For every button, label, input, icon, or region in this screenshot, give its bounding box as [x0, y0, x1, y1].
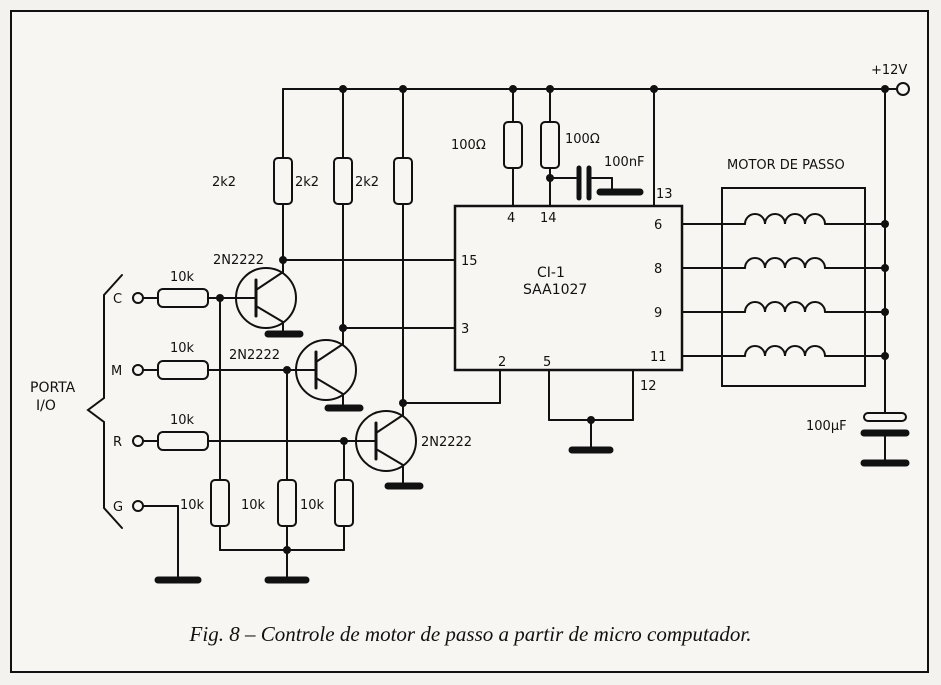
figure-frame	[10, 10, 929, 673]
ic-resistor-1-label: 100Ω	[451, 138, 486, 153]
ic-pin-3: 3	[461, 322, 469, 337]
supply-label: +12V	[871, 63, 907, 78]
ic-pin-12: 12	[640, 379, 657, 394]
pulldown-3-label: 10k	[300, 498, 325, 513]
transistor-q2	[295, 327, 456, 412]
input-c	[132, 288, 236, 308]
port-title: PORTA	[30, 380, 76, 396]
ic-pin-14: 14	[540, 211, 557, 226]
pulldown-resistors	[210, 297, 354, 579]
motor-label: MOTOR DE PASSO	[727, 158, 845, 173]
transistor-q1	[234, 259, 456, 338]
supply-capacitor	[860, 412, 910, 467]
input-g	[132, 500, 179, 579]
ic-pin-6: 6	[654, 218, 662, 233]
base-resistor-2-label: 10k	[170, 341, 195, 356]
ic-pin-2: 2	[498, 355, 506, 370]
transistor-1-label: 2N2222	[213, 253, 264, 268]
pulldown-2-label: 10k	[241, 498, 266, 513]
ic-resistor-2-label: 100Ω	[565, 132, 600, 147]
base-resistor-1-label: 10k	[170, 270, 195, 285]
port-bracket	[86, 274, 123, 529]
ic-pin-11: 11	[650, 350, 667, 365]
pullup-resistors	[273, 88, 413, 404]
ic-name: CI-1	[537, 265, 565, 281]
ic-part: SAA1027	[523, 282, 587, 298]
pin-r-label: R	[113, 435, 122, 450]
pullup-1-label: 2k2	[212, 175, 236, 190]
ic-pin-13: 13	[656, 187, 673, 202]
stepper-motor	[681, 187, 886, 387]
ic-pin-5: 5	[543, 355, 551, 370]
ic-capacitor-label: 100nF	[604, 155, 645, 170]
pulldown-1-label: 10k	[180, 498, 205, 513]
pin-g-label: G	[113, 500, 123, 515]
ic-pin-9: 9	[654, 306, 662, 321]
pullup-2-label: 2k2	[295, 175, 319, 190]
figure-caption: Fig. 8 – Controle de motor de passo a pa…	[189, 622, 752, 646]
pin-m-label: M	[111, 364, 122, 379]
junction-dots	[216, 85, 889, 554]
ic-pin-8: 8	[654, 262, 662, 277]
supply-capacitor-label: 100µF	[806, 419, 847, 434]
pin-c-label: C	[113, 292, 122, 307]
transistor-2-label: 2N2222	[229, 348, 280, 363]
input-m	[132, 360, 299, 380]
port-subtitle: I/O	[36, 398, 56, 414]
transistor-3-label: 2N2222	[421, 435, 472, 450]
ic-pin-4: 4	[507, 211, 515, 226]
transistor-q3	[355, 369, 501, 490]
pullup-3-label: 2k2	[355, 175, 379, 190]
base-resistor-3-label: 10k	[170, 413, 195, 428]
input-r	[132, 431, 358, 451]
ic-pin-15: 15	[461, 254, 478, 269]
